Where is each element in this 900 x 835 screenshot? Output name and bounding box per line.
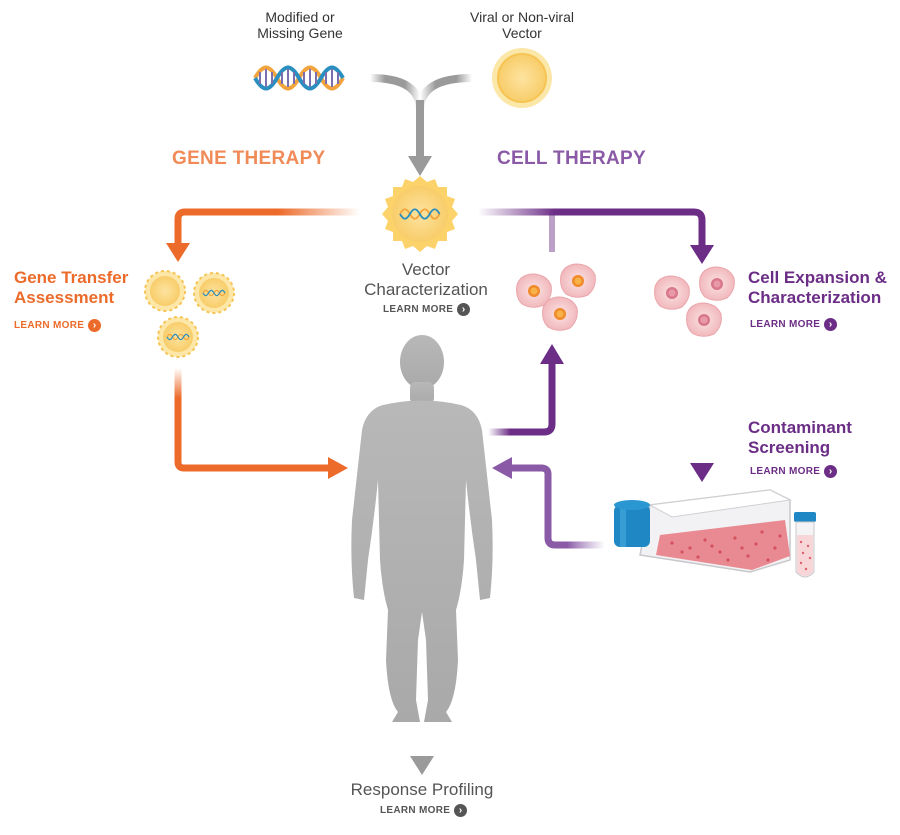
gene-transfer-particle-2 xyxy=(193,272,235,314)
response-arrow xyxy=(410,715,434,775)
cell-icon xyxy=(699,266,735,301)
test-tube-icon xyxy=(794,512,816,578)
learn-more-label: LEARN MORE xyxy=(750,319,821,330)
cell-icon xyxy=(686,302,722,337)
vector-characterization-title: Vector Characterization xyxy=(364,260,488,299)
human-figure-icon xyxy=(351,335,493,722)
gene-therapy-arrow-bottom xyxy=(174,368,348,479)
vector-characterization-learn-more[interactable]: LEARN MORE › xyxy=(383,303,471,316)
gene-transfer-learn-more[interactable]: LEARN MORE › xyxy=(14,319,102,332)
cell-therapy-arrow-top xyxy=(478,208,714,264)
cell-expansion-title: Cell Expansion & Characterization xyxy=(748,268,887,307)
cell-therapy-heading: CELL THERAPY xyxy=(497,148,646,169)
gene-transfer-particle-3 xyxy=(157,316,199,358)
gene-transfer-particle-1 xyxy=(144,270,186,312)
cell-expansion-learn-more[interactable]: LEARN MORE › xyxy=(750,318,838,331)
culture-flask-icon xyxy=(614,489,792,573)
arrow-right-circle-icon: › xyxy=(454,804,468,817)
arrow-right-circle-icon: › xyxy=(457,303,471,316)
gene-transfer-title: Gene Transfer Assessment xyxy=(14,268,129,307)
cell-icon xyxy=(542,296,578,331)
gene-therapy-arrow-top xyxy=(166,208,360,262)
learn-more-label: LEARN MORE xyxy=(750,466,821,477)
learn-more-label: LEARN MORE xyxy=(380,805,451,816)
gene-input-label: Modified or Missing Gene xyxy=(257,9,343,42)
learn-more-label: LEARN MORE xyxy=(14,320,85,331)
vector-particle-icon xyxy=(492,48,552,108)
arrow-right-circle-icon: › xyxy=(824,318,838,331)
dna-icon xyxy=(253,65,345,91)
arrow-right-circle-icon: › xyxy=(88,319,102,332)
cell-icon xyxy=(516,273,552,308)
contaminant-screening-title: Contaminant Screening xyxy=(748,418,852,457)
contaminant-screening-learn-more[interactable]: LEARN MORE › xyxy=(750,465,838,478)
learn-more-label: LEARN MORE xyxy=(383,304,454,315)
cell-icon xyxy=(560,263,596,298)
arrow-right-circle-icon: › xyxy=(824,465,838,478)
vector-input-label: Viral or Non-viral Vector xyxy=(470,9,574,42)
input-merge-arrow xyxy=(369,74,473,176)
response-profiling-title: Response Profiling xyxy=(350,780,494,799)
gene-therapy-heading: GENE THERAPY xyxy=(172,148,326,169)
cell-therapy-arrow-right-down xyxy=(690,350,714,482)
response-profiling-learn-more[interactable]: LEARN MORE › xyxy=(380,804,468,817)
cells-return-arrow xyxy=(492,457,605,549)
cell-icon xyxy=(654,275,690,310)
patient-to-cells-arrow xyxy=(488,344,564,436)
vector-characterization-icon xyxy=(382,176,458,252)
